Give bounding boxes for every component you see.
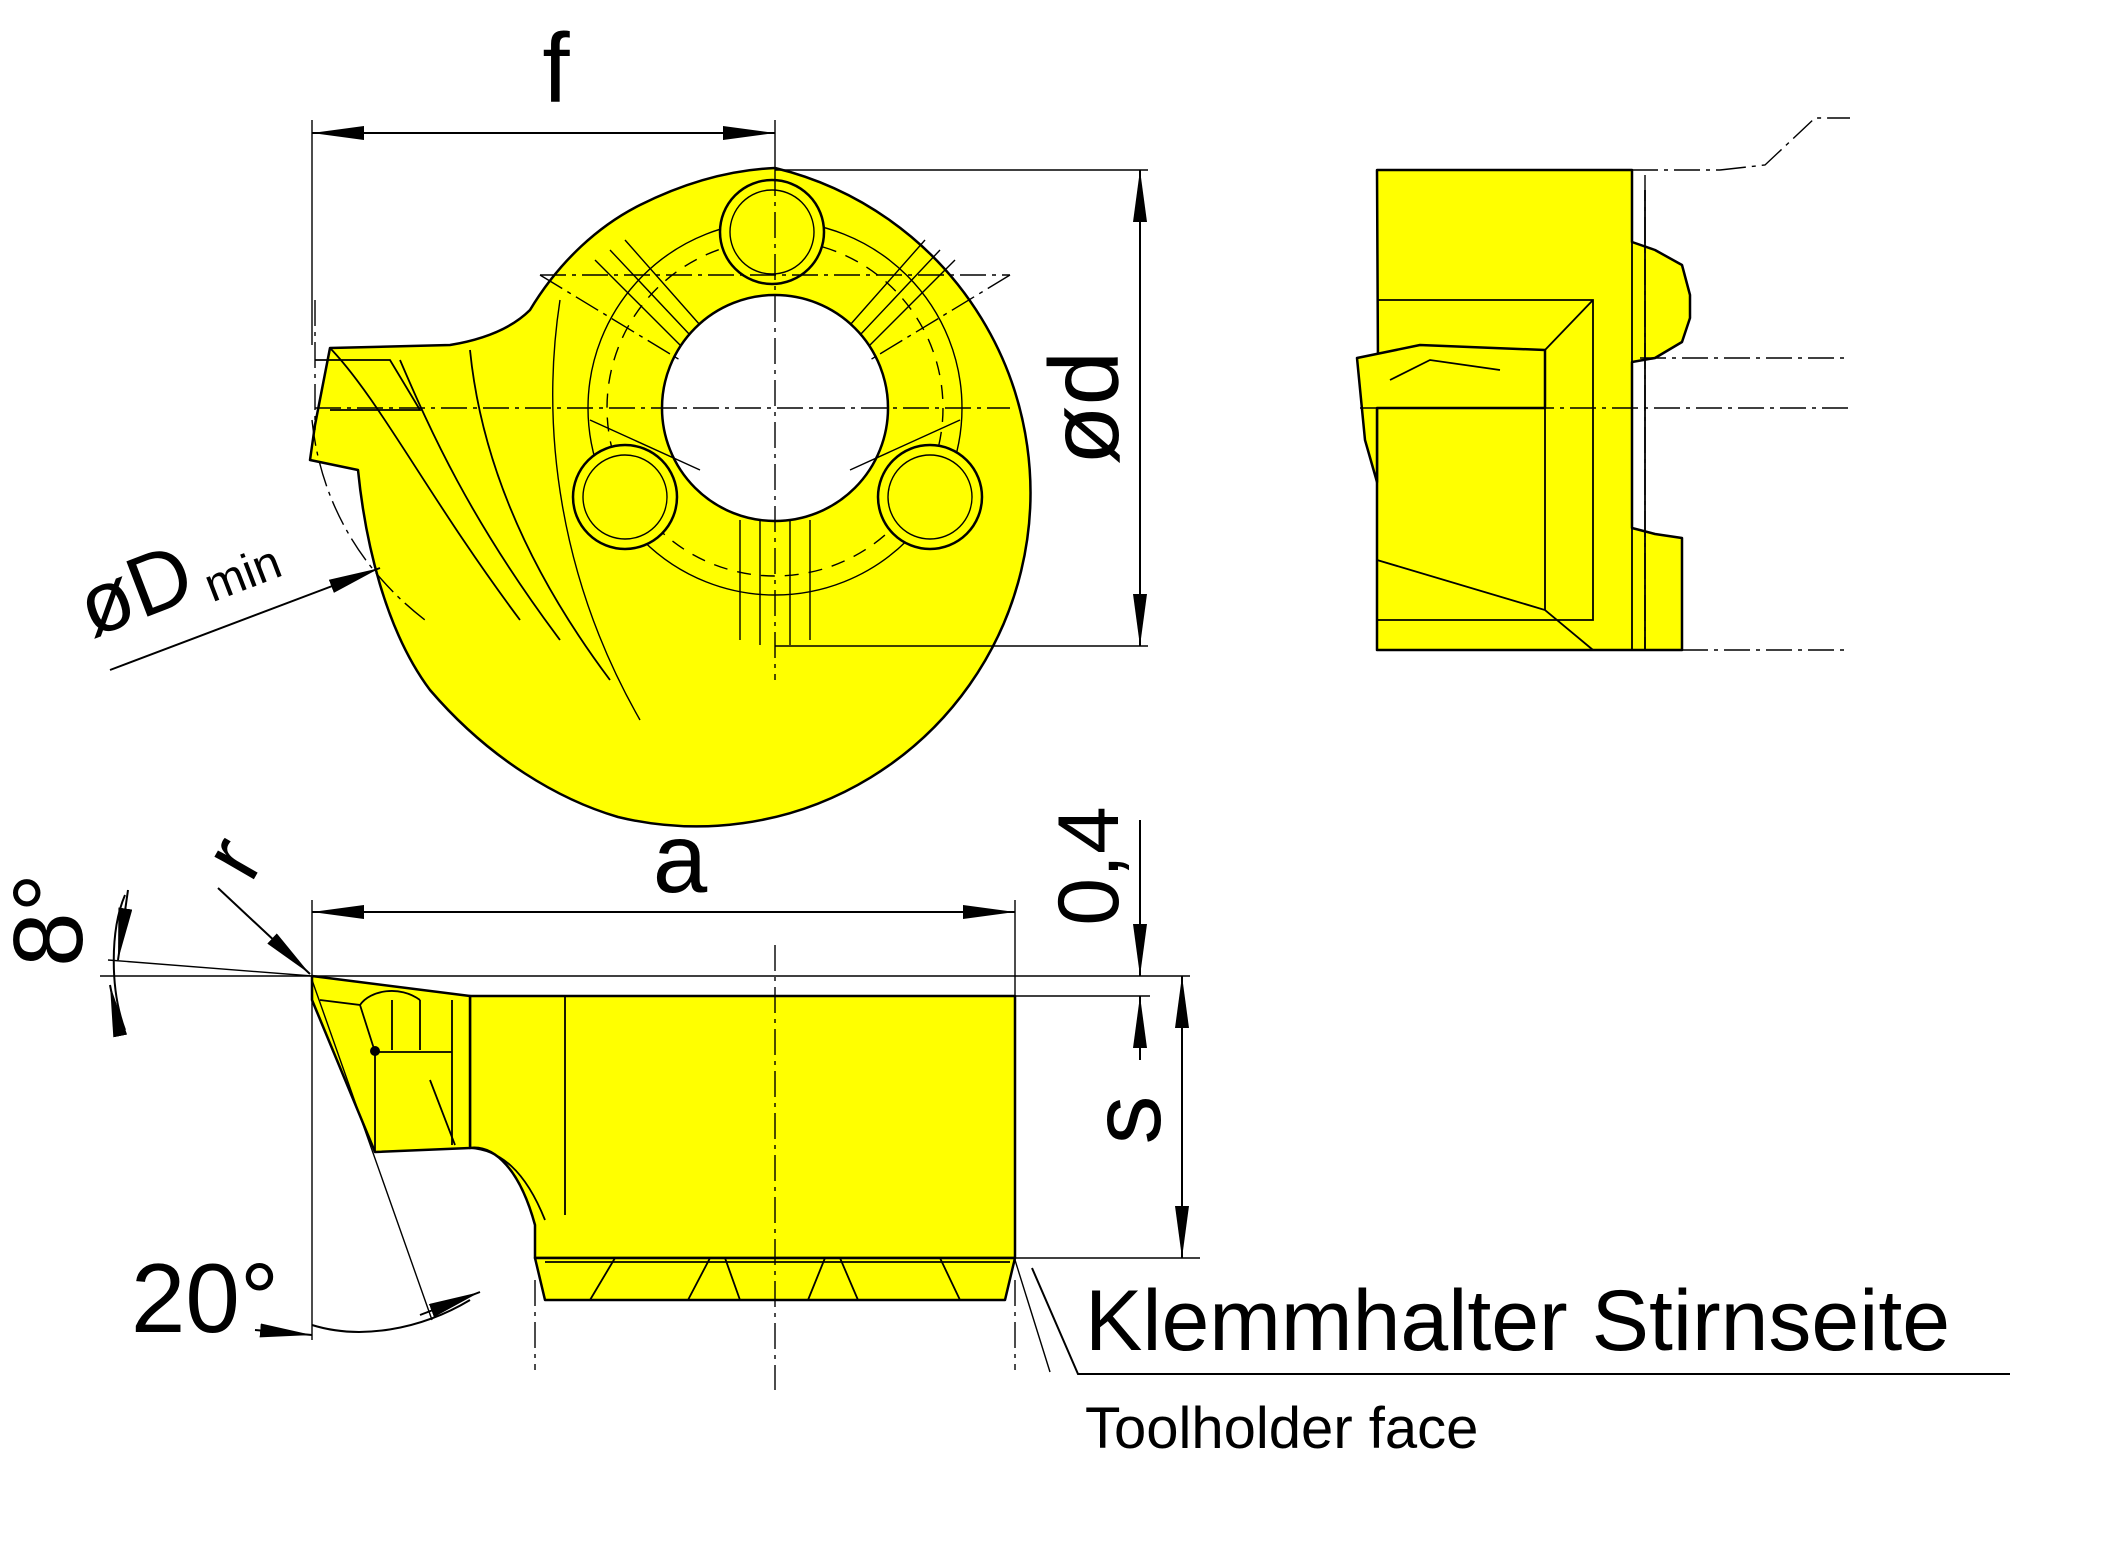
svg-text:øD: øD — [64, 525, 205, 656]
toolholder-leader — [1031, 1267, 2010, 1375]
label-od: ød — [1029, 351, 1139, 465]
label-f: f — [542, 13, 570, 123]
screw-pocket-right — [876, 443, 984, 551]
label-toolholder: Toolholder face — [1085, 1396, 1478, 1461]
insert-body-side — [1373, 168, 1692, 652]
cutting-tip-top — [315, 299, 641, 721]
label-oDmin: øD min — [64, 525, 288, 656]
screw-pocket-top — [718, 178, 826, 286]
insert-body-bottom — [468, 994, 1017, 1260]
head-edges — [319, 990, 566, 1221]
label-klemmhalter: Klemmhalter Stirnseite — [1085, 1273, 1950, 1369]
label-r: r — [184, 821, 281, 894]
ring-dashed — [606, 239, 944, 577]
label-8deg: 8° — [0, 873, 103, 967]
dim-r-leader — [217, 887, 311, 975]
top-view: f ød øD min — [64, 13, 1148, 828]
facet-lines — [589, 239, 961, 645]
label-s: s — [1071, 1096, 1181, 1145]
bottom-view: a 0,4 s r 8° 20° Klemmhalter Stirnseite … — [0, 803, 2010, 1461]
label-a: a — [653, 803, 708, 913]
label-20deg: 20° — [131, 1243, 279, 1353]
side-view — [1355, 117, 1850, 652]
label-0-4: 0,4 — [1041, 806, 1137, 926]
dim-oDmin-line — [109, 567, 381, 671]
svg-text:min: min — [197, 536, 288, 613]
screw-pocket-left — [571, 443, 679, 551]
